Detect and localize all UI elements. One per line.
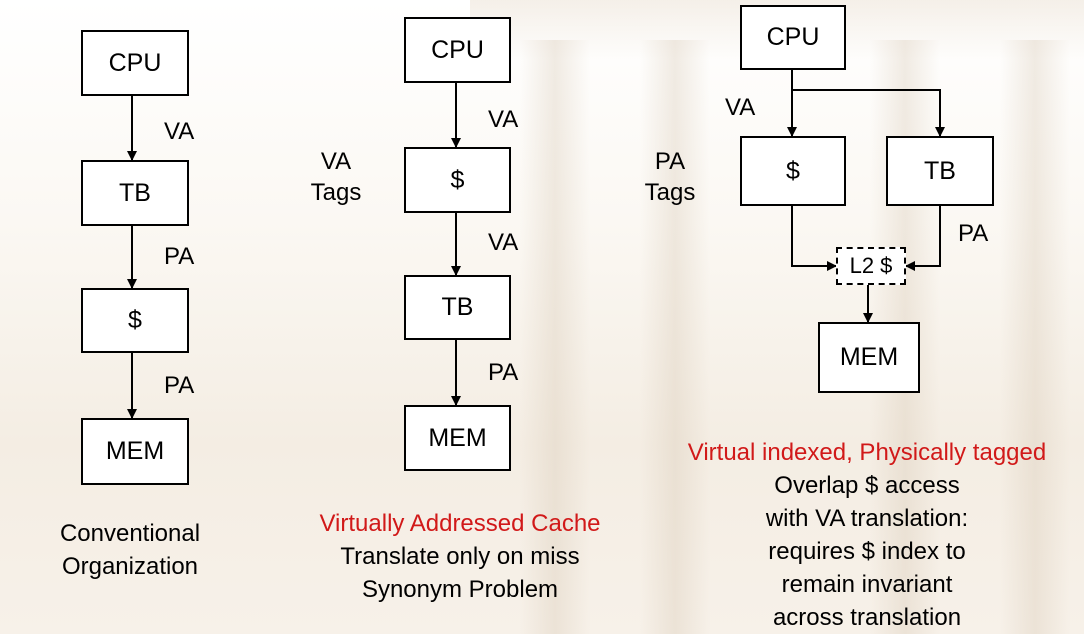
pa-label: PA [164, 243, 195, 270]
cache-box: $ [81, 288, 189, 353]
arrow-tb-to-l2 [905, 206, 941, 271]
vipt-caption: Virtual indexed, Physically tagged Overl… [650, 436, 1084, 634]
va-label: VA [488, 106, 519, 133]
virtually-addressed-caption: Virtually Addressed Cache Translate only… [280, 507, 640, 606]
cache-box: $ [404, 147, 511, 213]
arrow-cache-to-l2 [791, 206, 837, 271]
side-label-line: PA [654, 148, 686, 175]
side-label-line: VA [320, 148, 352, 175]
caption-line: across translation [772, 604, 962, 631]
mem-box: MEM [404, 405, 511, 471]
l2-cache-box: L2 $ [836, 247, 906, 285]
cpu-box: CPU [404, 17, 511, 83]
caption-line: Overlap $ access [774, 472, 960, 499]
background-column [520, 40, 590, 634]
pa-label: PA [958, 220, 989, 247]
caption-line: Translate only on miss [340, 543, 580, 570]
background-column [1000, 40, 1070, 634]
side-label-line: Tags [644, 179, 696, 206]
background-column [640, 40, 710, 634]
pa-tags-label: PA Tags [632, 146, 708, 208]
mem-box: MEM [818, 322, 920, 393]
cpu-box: CPU [740, 5, 846, 70]
conventional-caption: Conventional Organization [10, 517, 250, 583]
caption-line: Organization [61, 553, 199, 580]
mem-box: MEM [81, 418, 189, 485]
pa-label: PA [164, 372, 195, 399]
pa-label: PA [488, 359, 519, 386]
cpu-box: CPU [81, 30, 189, 96]
caption-line: remain invariant [781, 571, 953, 598]
va-label: VA [488, 229, 519, 256]
caption-line: Synonym Problem [361, 576, 559, 603]
tb-box: TB [886, 136, 994, 206]
arrow-cpu-to-tb [792, 89, 945, 137]
cache-box: $ [740, 136, 846, 206]
caption-line: requires $ index to [768, 538, 966, 565]
caption-title: Virtually Addressed Cache [319, 510, 601, 537]
caption-line: Conventional [59, 520, 201, 547]
va-label: VA [164, 118, 195, 145]
va-label: VA [725, 94, 756, 121]
tb-box: TB [81, 160, 189, 226]
caption-line: with VA translation: [765, 505, 969, 532]
caption-title: Virtual indexed, Physically tagged [687, 439, 1047, 466]
va-tags-label: VA Tags [296, 146, 376, 208]
tb-box: TB [404, 275, 511, 340]
side-label-line: Tags [310, 179, 362, 206]
